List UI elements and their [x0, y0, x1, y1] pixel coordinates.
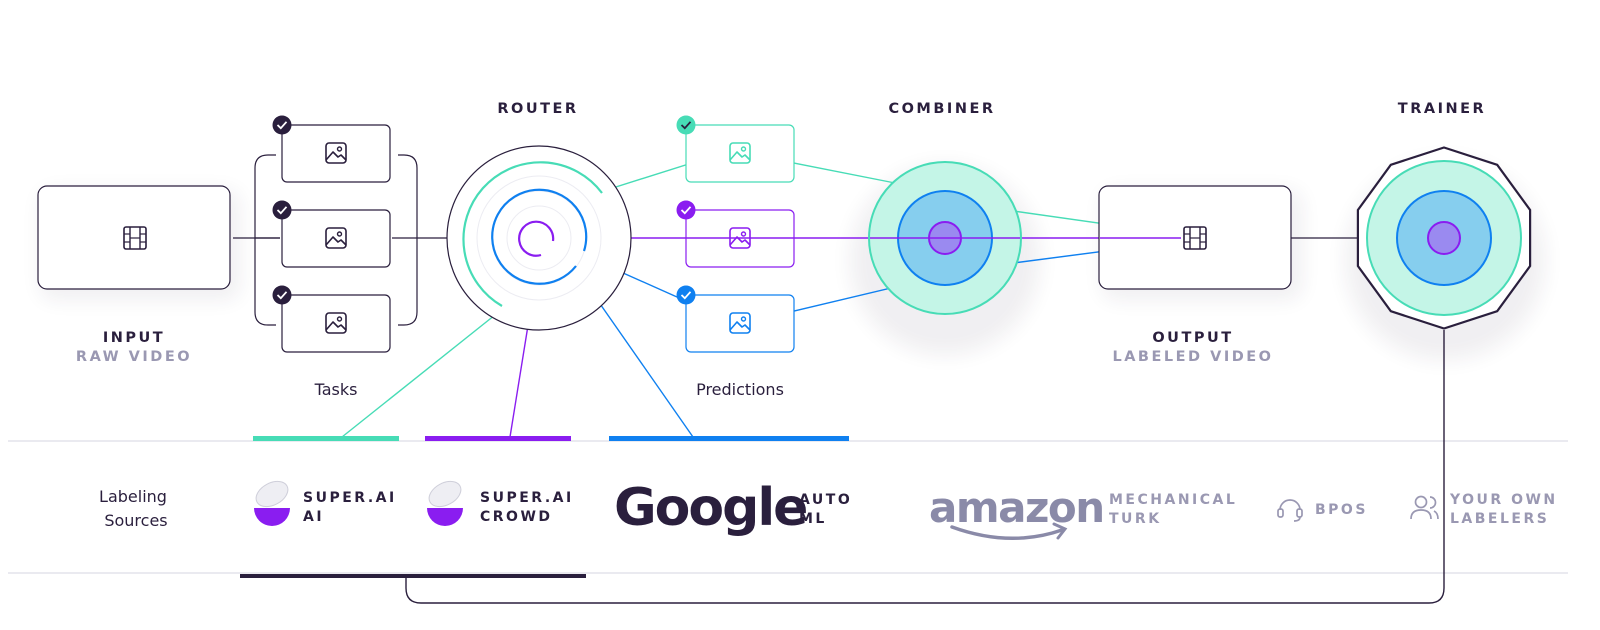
- router-title: ROUTER: [497, 101, 578, 117]
- router-stage: ROUTER: [446, 101, 632, 331]
- predictions-stage: Predictions: [676, 115, 795, 399]
- source-bars: [240, 436, 849, 578]
- sources-heading-line2: Sources: [104, 511, 167, 530]
- source-line1: SUPER.AI: [303, 490, 397, 506]
- source-own-labelers[interactable]: YOUR OWN LABELERS: [1410, 492, 1558, 527]
- check-icon: [272, 200, 292, 220]
- source-line1: BPOS: [1315, 502, 1368, 518]
- source-amazon-mturk[interactable]: amazon MECHANICAL TURK: [929, 483, 1237, 541]
- source-line2: TURK: [1109, 511, 1162, 527]
- check-icon: [676, 115, 696, 135]
- sources-heading-line1: Labeling: [99, 487, 167, 506]
- superai-logo-icon: [427, 480, 463, 526]
- task-card: [272, 115, 391, 183]
- source-superai-ai[interactable]: SUPER.AI AI: [252, 476, 397, 526]
- amazon-smile-icon: [950, 525, 1064, 541]
- users-icon: [1410, 495, 1439, 520]
- tasks-bracket-left: [254, 154, 276, 326]
- source-line1: MECHANICAL: [1109, 492, 1237, 508]
- source-line2: LABELERS: [1450, 511, 1549, 527]
- source-google-automl[interactable]: Google AUTO ML: [614, 478, 852, 538]
- task-card: [272, 200, 391, 268]
- trainer-stage: TRAINER: [405, 101, 1532, 604]
- prediction-card: [676, 115, 795, 183]
- source-line1: YOUR OWN: [1449, 492, 1558, 508]
- check-icon: [272, 285, 292, 305]
- trainer-title: TRAINER: [1398, 101, 1486, 117]
- task-card: [272, 285, 391, 353]
- prediction-card: [676, 285, 795, 353]
- prediction-card: [676, 200, 795, 268]
- output-subtitle: LABELED VIDEO: [1112, 349, 1273, 365]
- superai-logo-icon: [254, 480, 290, 526]
- check-icon: [676, 285, 696, 305]
- tasks-stage: Tasks: [254, 115, 418, 399]
- check-icon: [676, 200, 696, 220]
- predictions-caption: Predictions: [696, 380, 784, 399]
- headset-icon: [1277, 499, 1303, 522]
- source-bpos[interactable]: BPOS: [1277, 499, 1368, 522]
- tasks-bracket-right: [398, 154, 418, 326]
- source-superai-crowd[interactable]: SUPER.AI CROWD: [425, 476, 574, 526]
- source-line2: ML: [799, 511, 827, 527]
- source-line1: AUTO: [799, 492, 852, 508]
- tasks-caption: Tasks: [314, 380, 358, 399]
- source-line2: CROWD: [480, 509, 553, 525]
- input-subtitle: RAW VIDEO: [76, 349, 192, 365]
- check-icon: [272, 115, 292, 135]
- google-logo: Google: [614, 478, 806, 538]
- source-line2: AI: [303, 509, 324, 525]
- source-line1: SUPER.AI: [480, 490, 574, 506]
- labeling-sources: Labeling Sources SUPER.AI AI SUPER.AI CR…: [99, 476, 1558, 541]
- combiner-title: COMBINER: [888, 101, 995, 117]
- feedback-loop: [405, 330, 1445, 604]
- output-title: OUTPUT: [1152, 330, 1233, 346]
- combiner-stage: COMBINER: [868, 101, 1022, 315]
- input-stage: INPUT RAW VIDEO: [37, 185, 231, 365]
- output-stage: OUTPUT LABELED VIDEO: [1098, 185, 1292, 365]
- input-title: INPUT: [103, 330, 165, 346]
- amazon-logo: amazon: [929, 483, 1104, 532]
